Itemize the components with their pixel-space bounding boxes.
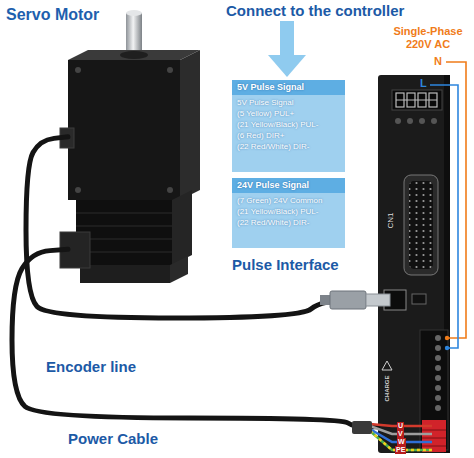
- interface-heading: Pulse Interface: [232, 256, 339, 273]
- connector-label: CN1: [386, 211, 395, 231]
- arrow-shaft: [280, 21, 294, 56]
- motor-shaft: [126, 13, 142, 55]
- motor-label: Servo Motor: [6, 6, 99, 24]
- cable: [12, 249, 378, 427]
- phase-name: V: [397, 430, 404, 438]
- terminal-divider: [422, 438, 446, 439]
- phase-name: PE: [395, 446, 406, 454]
- mount-hole: [167, 67, 173, 73]
- panel-heading: 5V Pulse Signal: [232, 80, 345, 95]
- signal-line: (22 Red/White) DIR-: [232, 141, 345, 152]
- signal-line: (5 Yellow) PUL+: [232, 108, 345, 119]
- panel-heading: 24V Pulse Signal: [232, 178, 345, 193]
- digit-bar: [396, 100, 437, 101]
- dsub-shell: [404, 175, 438, 275]
- flange-top: [68, 50, 200, 60]
- warning-symbol: [382, 361, 392, 370]
- phase-name: U: [397, 422, 404, 430]
- cable-sleeve: [352, 421, 372, 434]
- signal-panel: 24V Pulse Signal (7 Green) 24V Common(21 …: [232, 178, 345, 248]
- rear-cap: [80, 265, 170, 283]
- dsub-insert: [409, 181, 433, 269]
- terminal-screw: [435, 405, 441, 411]
- servo-driver: CN1CHARGE: [378, 75, 450, 453]
- terminal-screw: [435, 335, 441, 341]
- signal-line: 5V Pulse Signal: [232, 97, 345, 108]
- servo-motor: Servo Motor: [68, 58, 200, 283]
- cable-label: Encoder line: [46, 358, 136, 375]
- usb-port: [412, 294, 426, 304]
- charge-label: CHARGE: [384, 372, 391, 406]
- mount-hole: [75, 67, 81, 73]
- terminal-screw: [435, 375, 441, 381]
- driver-body: [378, 75, 450, 453]
- shaft-end: [126, 10, 142, 16]
- key-button: [419, 118, 425, 124]
- mount-hole: [75, 187, 81, 193]
- signal-line: (21 Yellow/Black) PUL-: [232, 206, 345, 217]
- key-button: [395, 118, 401, 124]
- terminal-screw: [435, 355, 441, 361]
- flange-side: [180, 50, 200, 200]
- terminal-screw: [435, 395, 441, 401]
- wire-end: [445, 346, 449, 350]
- cable-label: Power Cable: [68, 430, 158, 447]
- terminal-screw: [435, 345, 441, 351]
- encoder-plug: [330, 291, 366, 309]
- key-button: [431, 118, 437, 124]
- body-fin: [76, 226, 172, 227]
- terminal-screw: [435, 385, 441, 391]
- line-wire: [430, 85, 458, 348]
- phase-name: W: [397, 438, 406, 446]
- arrow-head: [268, 55, 306, 77]
- signal-line: (21 Yellow/Black) PUL-: [232, 119, 345, 130]
- signal-line: (22 Red/White) DIR-: [232, 217, 345, 228]
- signal-line: (7 Green) 24V Common: [232, 195, 345, 206]
- dsub-pins: [409, 181, 433, 269]
- wire-end: [445, 336, 449, 340]
- motor-body-side: [172, 190, 192, 265]
- key-button: [407, 118, 413, 124]
- terminal-divider: [422, 446, 446, 447]
- plug-tip: [366, 294, 390, 306]
- controller-heading: Connect to the controller: [226, 2, 404, 19]
- body-fin: [76, 213, 172, 214]
- terminal-screw: [435, 365, 441, 371]
- signal-line: (6 Red) DIR+: [232, 130, 345, 141]
- signal-panel: 5V Pulse Signal5V Pulse Signal(5 Yellow)…: [232, 80, 345, 172]
- rear-cap-side: [170, 256, 188, 283]
- display: [392, 90, 442, 110]
- terminal-divider: [422, 430, 446, 431]
- mount-hole: [167, 187, 173, 193]
- supply-label: Single-Phase 220V AC: [384, 25, 472, 51]
- terminal-name: N: [434, 55, 442, 68]
- terminal-name: L: [420, 77, 427, 90]
- shaft-base: [120, 51, 148, 59]
- flange-front: [68, 60, 180, 200]
- neutral-wire: [446, 62, 466, 338]
